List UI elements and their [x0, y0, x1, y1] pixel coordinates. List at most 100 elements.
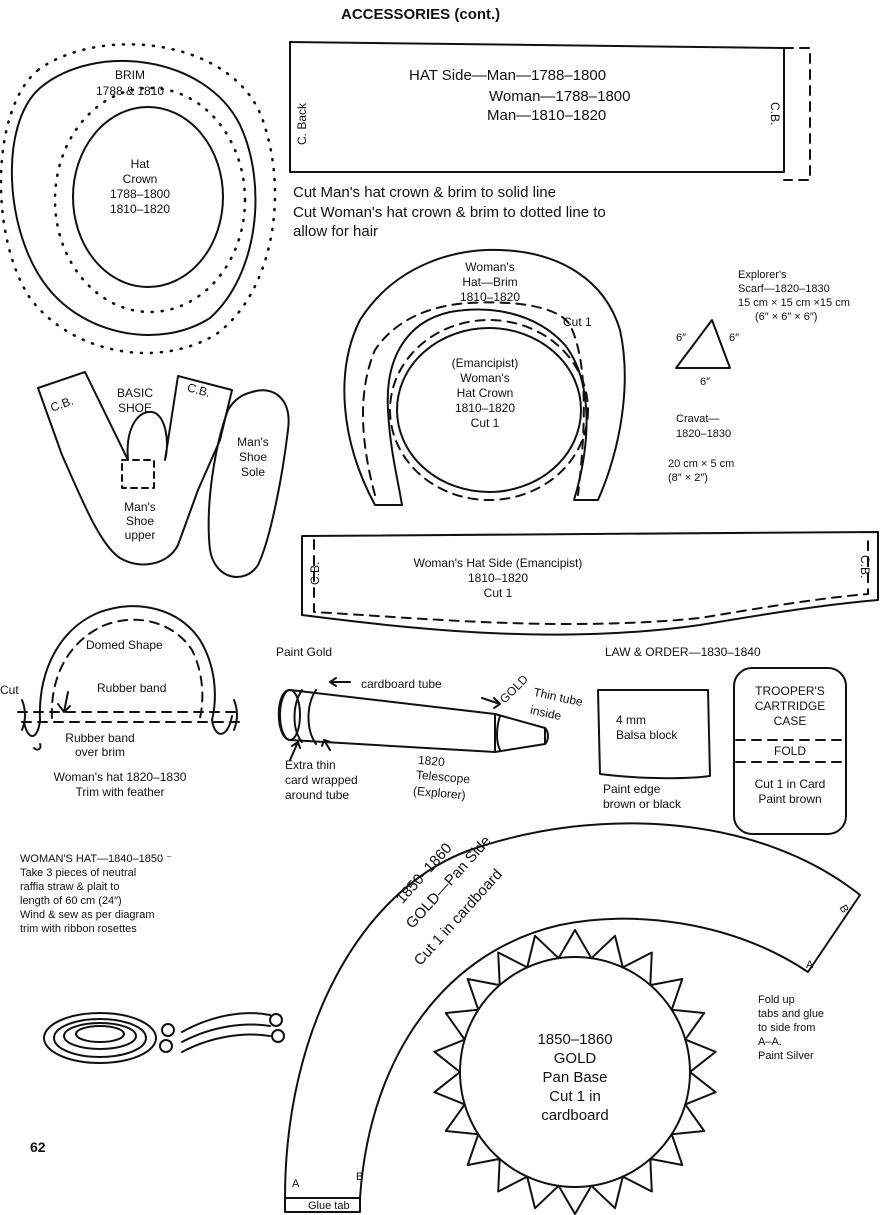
brim-pattern — [0, 43, 277, 355]
paint-edge-label: Paint edge — [603, 782, 661, 796]
rubber-over-label: over brim — [74, 745, 125, 759]
pan-base-pattern — [433, 929, 717, 1215]
womans-hat-side-cb-left: C.B. — [308, 561, 322, 585]
womans-hat-1840-line: Take 3 pieces of neutral — [20, 867, 137, 879]
cravat-size: 20 cm × 5 cm — [668, 458, 735, 470]
shoe-sole-label: Shoe — [238, 450, 268, 464]
glue-tab-label: Glue tab — [308, 1200, 350, 1212]
balsa-block — [597, 689, 711, 780]
scarf-line: (6″ × 6″ × 6″) — [755, 311, 818, 323]
paint-edge-label: brown or black — [603, 797, 682, 811]
balsa-label: Balsa block — [616, 728, 678, 742]
brim-crown-line: 1810–1820 — [109, 202, 171, 216]
pan-letter-a: A — [806, 959, 814, 971]
pan-letter-a: A — [292, 1178, 300, 1190]
brim-crown-line: 1788–1800 — [109, 187, 171, 201]
pan-base-line: Pan Base — [542, 1069, 608, 1086]
womans-hat-1840-line: raffia straw & plait to — [20, 881, 120, 893]
shoe-upper-label: Shoe — [125, 514, 155, 528]
shoe-upper-label: Man's — [124, 500, 156, 514]
womans-hat-side-line: 1810–1820 — [467, 571, 529, 585]
shoe-upper-label: upper — [124, 528, 156, 542]
shoe-sole-label: Man's — [237, 435, 269, 449]
hat-side-cb-label: C.B. — [768, 102, 782, 126]
womans-crown-line: Woman's — [460, 371, 510, 385]
telescope-tube: cardboard tube — [361, 677, 442, 691]
fold-note-line: Fold up — [758, 994, 795, 1006]
shoe-upper-pattern — [37, 371, 233, 566]
pan-base-line: cardboard — [541, 1107, 609, 1124]
scarf-side-left: 6″ — [676, 332, 687, 344]
womans-crown-line: Cut 1 — [470, 416, 500, 430]
telescope-paint: Paint Gold — [276, 645, 333, 659]
domed-hat-drawing — [17, 605, 241, 751]
pan-base-line: Cut 1 in — [549, 1088, 601, 1105]
rubber-band-label: Rubber band — [97, 681, 167, 695]
cravat-line: Cravat— — [676, 413, 720, 425]
womans-brim-pattern — [343, 248, 626, 506]
straw-coil-drawing — [43, 1012, 285, 1064]
law-order-title: LAW & ORDER—1830–1840 — [605, 645, 761, 659]
domed-hat-caption: Woman's hat 1820–1830 — [53, 770, 187, 784]
brim-years: 1788 & 1810 — [95, 84, 165, 98]
hat-side-back-label: C. Back — [295, 102, 309, 145]
fold-note-line: A–A. — [758, 1036, 782, 1048]
domed-shape-label: Domed Shape — [86, 638, 163, 652]
womans-brim-label: Hat—Brim — [462, 275, 518, 289]
shoe-title: SHOE — [117, 401, 152, 415]
womans-brim-label: 1810–1820 — [459, 290, 521, 304]
shoe-sole-label: Sole — [240, 465, 266, 479]
womans-brim-label: Woman's — [465, 260, 515, 274]
case-title: CARTRIDGE — [754, 699, 826, 713]
scarf-line: Explorer's — [738, 269, 787, 281]
cravat-line: 1820–1830 — [676, 428, 732, 440]
hat-side-line: Man—1810–1820 — [487, 107, 607, 124]
rubber-over-label: Rubber band — [65, 731, 135, 745]
shoe-title: BASIC — [116, 386, 153, 400]
womans-hat-side-line: Cut 1 — [483, 586, 513, 600]
cut-note-line: Cut Woman's hat crown & brim to dotted l… — [293, 204, 606, 221]
womans-crown-line: (Emancipist) — [451, 356, 519, 370]
glue-tab — [284, 1197, 361, 1213]
womans-crown-line: Hat Crown — [456, 386, 514, 400]
womans-hat-1840-line: trim with ribbon rosettes — [20, 923, 137, 935]
womans-hat-side-cb-right: C.B. — [858, 555, 872, 579]
case-fold: FOLD — [773, 744, 806, 758]
case-title: TROOPER'S — [755, 684, 825, 698]
page-heading: ACCESSORIES (cont.) — [341, 6, 501, 23]
pan-letter-b: B — [356, 1171, 364, 1183]
cut-note-line: Cut Man's hat crown & brim to solid line — [293, 184, 556, 201]
page-number: 62 — [30, 1139, 46, 1155]
shoe-sole-pattern — [207, 389, 290, 578]
case-cut: Cut 1 in Card — [754, 777, 826, 791]
fold-note-line: to side from — [758, 1022, 816, 1034]
scarf-line: Scarf—1820–1830 — [738, 283, 830, 295]
telescope-extra: card wrapped — [285, 773, 358, 787]
cartridge-case — [733, 667, 847, 835]
scarf-line: 15 cm × 15 cm ×15 cm — [738, 297, 850, 309]
telescope-extra: around tube — [285, 788, 350, 802]
fold-note-line: tabs and glue — [758, 1008, 825, 1020]
scarf-side-bottom: 6″ — [700, 376, 711, 388]
case-cut: Paint brown — [758, 792, 822, 806]
cravat-size: (8″ × 2″) — [668, 472, 708, 484]
womans-hat-side-line: Woman's Hat Side (Emancipist) — [413, 556, 583, 570]
brim-crown-line: Crown — [122, 172, 158, 186]
telescope-drawing — [277, 677, 549, 761]
cut-note-line: allow for hair — [293, 223, 379, 240]
scarf-triangle — [675, 319, 731, 369]
womans-hat-1840-line: length of 60 cm (24″) — [20, 895, 122, 907]
fold-note-line: Paint Silver — [758, 1050, 814, 1062]
balsa-label: 4 mm — [616, 713, 646, 727]
hat-side-line: HAT Side—Man—1788–1800 — [409, 67, 607, 84]
telescope-extra: Extra thin — [285, 758, 336, 772]
womans-hat-1840-line: Wind & sew as per diagram — [20, 909, 155, 921]
brim-crown-line: Hat — [130, 157, 150, 171]
hat-side-pattern — [289, 41, 811, 181]
womans-hat-1840-line: WOMAN'S HAT—1840–1850 ⁻ — [20, 853, 172, 865]
domed-cut-label: Cut — [0, 683, 19, 697]
domed-hat-caption: Trim with feather — [75, 785, 165, 799]
womans-crown-line: 1810–1820 — [454, 401, 516, 415]
